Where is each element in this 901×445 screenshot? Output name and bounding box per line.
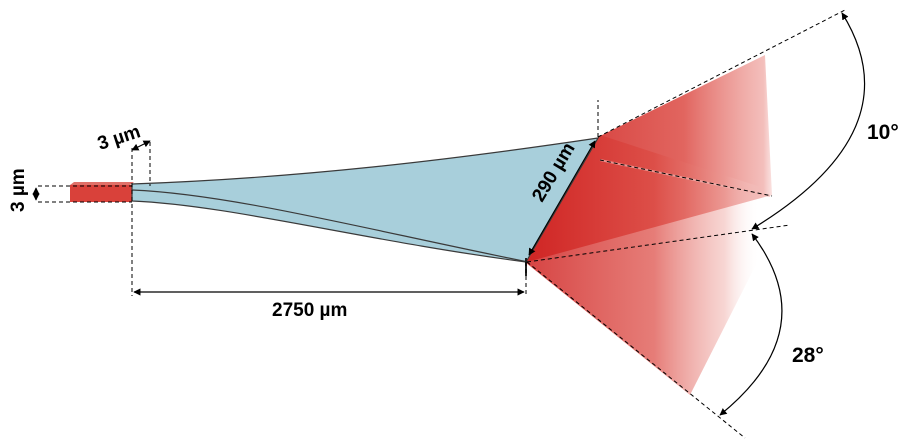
angle-horizontal-arc — [751, 12, 866, 230]
angle-vertical-label: 28° — [792, 344, 824, 367]
input-height-label: 3 µm — [8, 168, 29, 212]
input-width-arrow — [131, 140, 151, 151]
taper-body — [131, 137, 600, 263]
input-waveguide — [70, 185, 132, 202]
angle-vertical-arc — [719, 233, 783, 416]
input-width-label: 3 µm — [95, 121, 143, 154]
input-waveguide-top — [70, 182, 134, 185]
angle-horizontal-label: 10° — [867, 121, 899, 144]
output-width-arrow — [528, 140, 596, 256]
taper-bottom-face-edge — [131, 189, 529, 263]
length-label: 2750 µm — [272, 300, 347, 321]
